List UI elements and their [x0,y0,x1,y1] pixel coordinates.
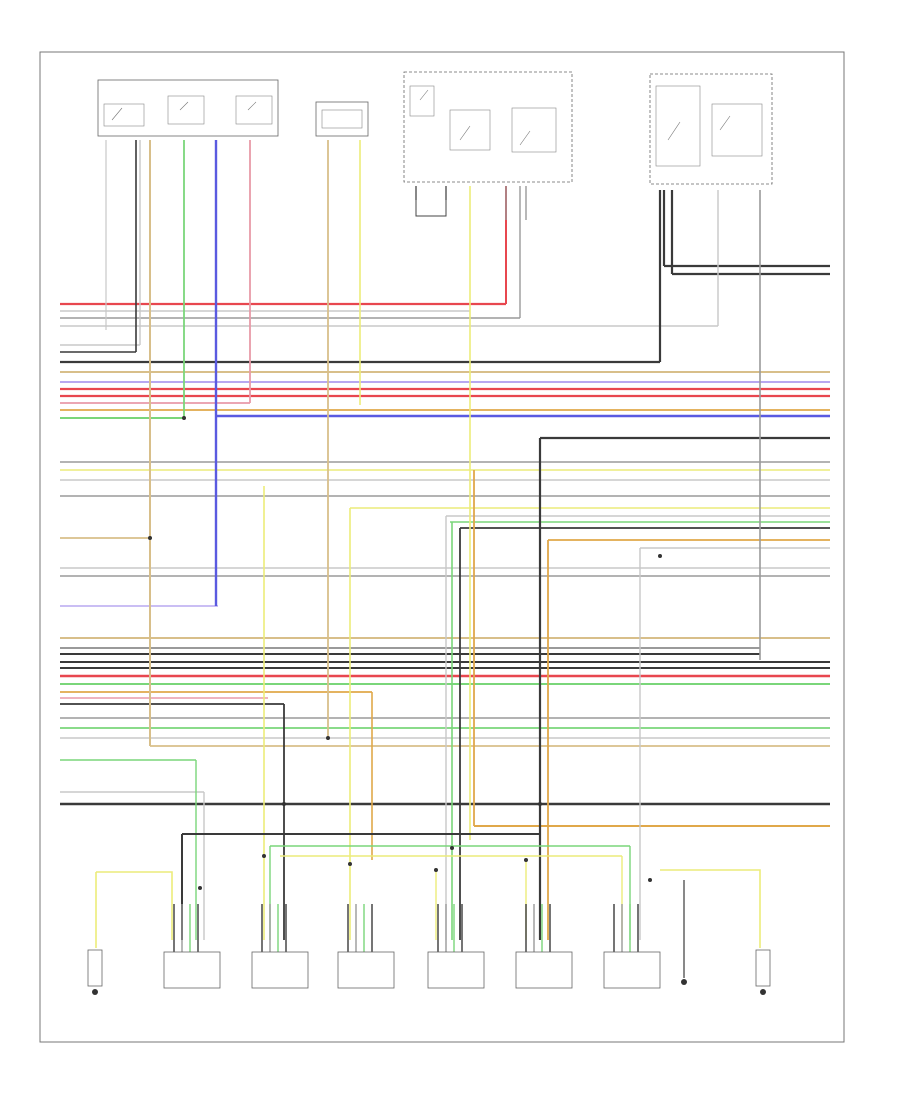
fuel-injector [251,904,309,989]
splice-junction [282,802,286,806]
splice-junction [262,854,266,858]
right-connector [755,949,771,995]
feed-wire [96,871,173,940]
injector-body [515,951,573,989]
injector-body [337,951,395,989]
splice-junction [182,416,186,420]
injector-body [427,951,485,989]
sensor-box [315,101,369,137]
junction-layer [148,416,662,890]
injector-body [251,951,309,989]
splice-junction [326,736,330,740]
injector-body [163,951,221,989]
fuel-injector [603,904,661,989]
splice-junction [450,846,454,850]
injector-group [163,904,661,989]
fuel-injector [163,904,221,989]
relay-box-2 [649,73,773,185]
splice-junction [348,862,352,866]
fuel-pump-control-module [97,79,279,137]
injector-body [603,951,661,989]
fuel-injector [515,904,573,989]
splice-junction [538,802,542,806]
fuel-injector [427,904,485,989]
relay-box-1 [403,71,573,217]
splice-junction [148,536,152,540]
splice-junction [524,858,528,862]
splice-junction [434,868,438,872]
left-connector [87,949,103,995]
feed-wire [660,869,761,948]
diagram-border [39,51,845,1043]
wire-layer [60,140,830,948]
fuel-injector [337,904,395,989]
splice-junction [198,886,202,890]
ground-point [681,880,687,985]
splice-junction [648,878,652,882]
splice-junction [658,554,662,558]
